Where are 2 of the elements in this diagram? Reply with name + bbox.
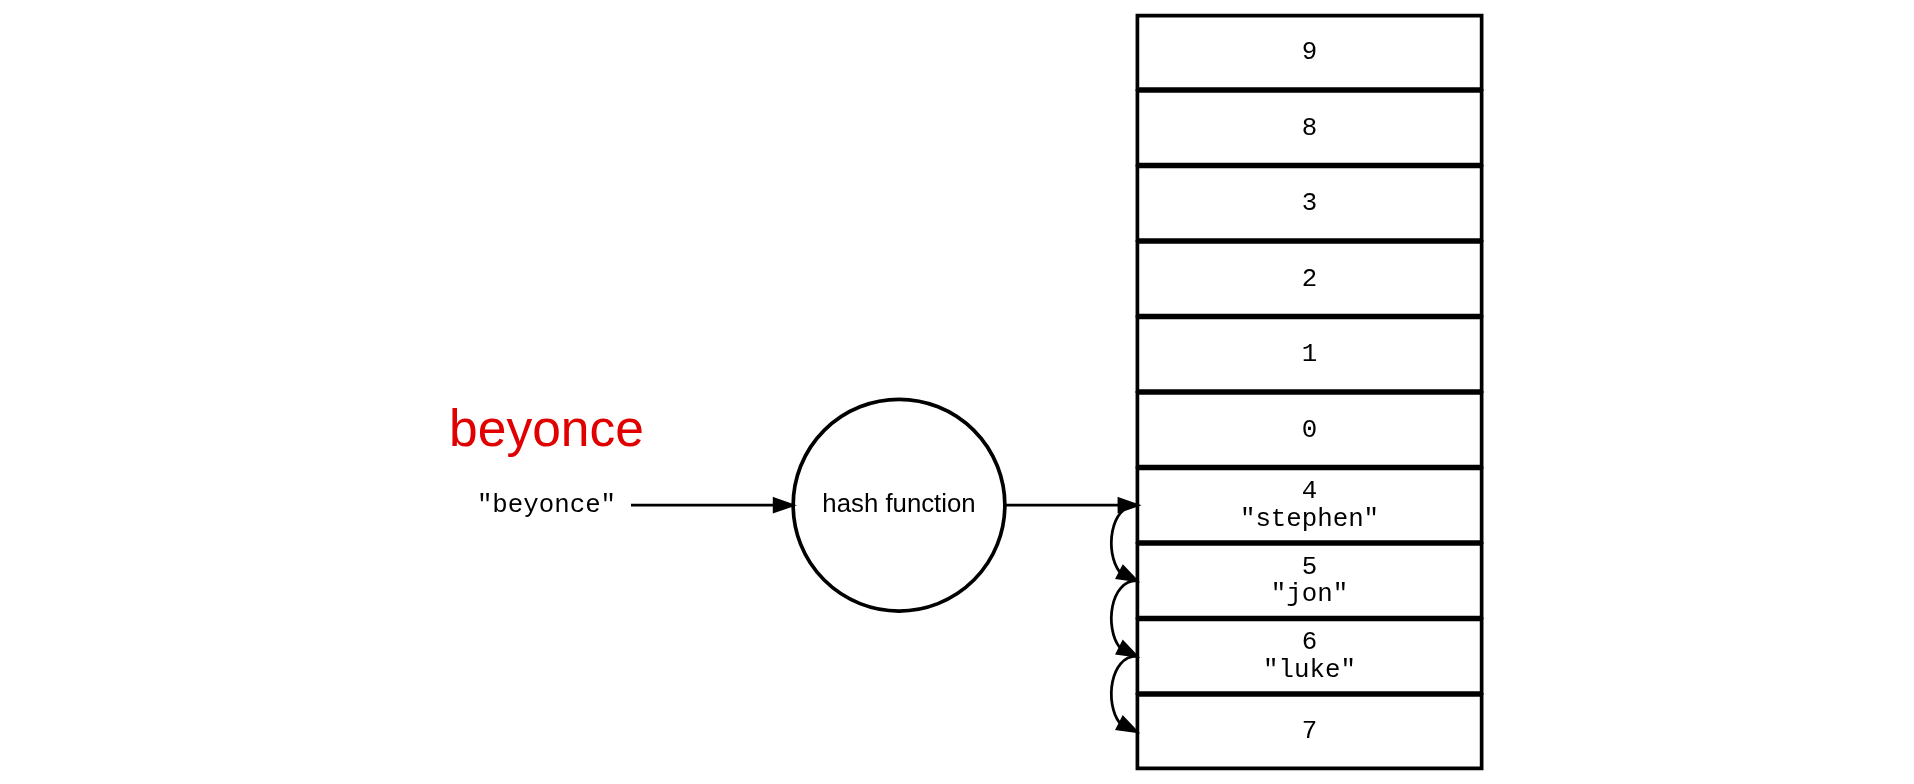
label: beyonce — [449, 399, 644, 458]
node-text: "beyonce" — [476, 491, 617, 521]
